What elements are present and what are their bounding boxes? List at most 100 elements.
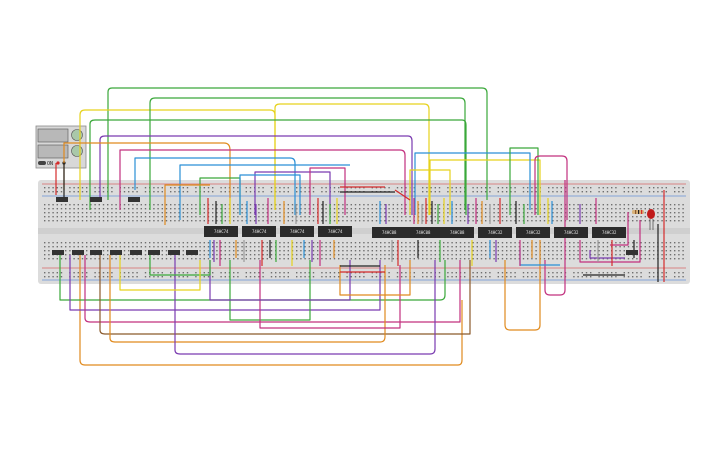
- breadboard-hole[interactable]: [585, 272, 588, 274]
- breadboard-hole[interactable]: [233, 276, 235, 278]
- breadboard-hole[interactable]: [434, 250, 436, 252]
- breadboard-hole[interactable]: [640, 246, 642, 248]
- breadboard-hole[interactable]: [140, 246, 142, 248]
- breadboard-hole[interactable]: [388, 258, 390, 260]
- breadboard-hole[interactable]: [497, 187, 499, 189]
- breadboard-hole[interactable]: [56, 242, 58, 244]
- wire-magenta[interactable]: [119, 149, 406, 215]
- breadboard-hole[interactable]: [333, 212, 336, 214]
- breadboard-hole[interactable]: [287, 250, 289, 252]
- breadboard-hole[interactable]: [308, 191, 310, 193]
- breadboard-hole[interactable]: [434, 212, 436, 214]
- breadboard-hole[interactable]: [392, 216, 394, 218]
- breadboard-hole[interactable]: [426, 191, 428, 193]
- breadboard-hole[interactable]: [514, 276, 516, 278]
- breadboard-hole[interactable]: [598, 216, 600, 218]
- breadboard-hole[interactable]: [245, 276, 247, 278]
- breadboard-hole[interactable]: [447, 246, 449, 248]
- breadboard-hole[interactable]: [426, 220, 428, 222]
- breadboard-hole[interactable]: [245, 191, 247, 193]
- breadboard-hole[interactable]: [594, 242, 596, 244]
- breadboard-hole[interactable]: [375, 276, 378, 278]
- breadboard-hole[interactable]: [552, 258, 554, 260]
- breadboard-hole[interactable]: [636, 220, 638, 222]
- breadboard-hole[interactable]: [98, 204, 100, 206]
- breadboard-hole[interactable]: [195, 212, 197, 214]
- breadboard-hole[interactable]: [98, 242, 100, 244]
- breadboard-hole[interactable]: [531, 272, 533, 274]
- breadboard-hole[interactable]: [430, 272, 432, 274]
- breadboard-hole[interactable]: [459, 191, 462, 193]
- breadboard-hole[interactable]: [405, 191, 407, 193]
- breadboard-hole[interactable]: [262, 246, 264, 248]
- breadboard-hole[interactable]: [401, 258, 403, 260]
- wire-magenta[interactable]: [534, 155, 568, 220]
- breadboard-hole[interactable]: [304, 250, 306, 252]
- breadboard-hole[interactable]: [321, 220, 323, 222]
- breadboard-hole[interactable]: [493, 212, 495, 214]
- breadboard-hole[interactable]: [52, 242, 54, 244]
- breadboard-hole[interactable]: [661, 242, 663, 244]
- chip[interactable]: 74HC08: [372, 227, 406, 238]
- breadboard-hole[interactable]: [661, 272, 663, 274]
- breadboard-hole[interactable]: [128, 220, 130, 222]
- breadboard-hole[interactable]: [220, 258, 222, 260]
- breadboard-hole[interactable]: [102, 204, 105, 206]
- breadboard-hole[interactable]: [170, 204, 172, 206]
- breadboard-hole[interactable]: [233, 258, 235, 260]
- breadboard-hole[interactable]: [195, 208, 197, 210]
- breadboard-hole[interactable]: [476, 246, 478, 248]
- breadboard-hole[interactable]: [632, 246, 634, 248]
- breadboard-hole[interactable]: [535, 220, 537, 222]
- breadboard-hole[interactable]: [632, 204, 634, 206]
- breadboard-hole[interactable]: [459, 254, 462, 256]
- breadboard-hole[interactable]: [535, 272, 537, 274]
- breadboard-hole[interactable]: [191, 246, 193, 248]
- breadboard-hole[interactable]: [409, 258, 411, 260]
- breadboard-hole[interactable]: [128, 272, 130, 274]
- breadboard-hole[interactable]: [157, 242, 159, 244]
- breadboard-hole[interactable]: [606, 216, 609, 218]
- breadboard-hole[interactable]: [186, 187, 189, 189]
- breadboard-hole[interactable]: [674, 258, 676, 260]
- breadboard-hole[interactable]: [136, 242, 138, 244]
- breadboard-hole[interactable]: [434, 187, 436, 189]
- breadboard-hole[interactable]: [678, 246, 680, 248]
- breadboard-hole[interactable]: [585, 216, 588, 218]
- breadboard-hole[interactable]: [560, 246, 562, 248]
- breadboard-hole[interactable]: [585, 191, 588, 193]
- breadboard-hole[interactable]: [522, 242, 525, 244]
- breadboard-hole[interactable]: [401, 276, 403, 278]
- breadboard-hole[interactable]: [590, 250, 592, 252]
- breadboard-hole[interactable]: [321, 250, 323, 252]
- breadboard-hole[interactable]: [497, 276, 499, 278]
- breadboard-hole[interactable]: [48, 272, 50, 274]
- breadboard-hole[interactable]: [115, 246, 117, 248]
- breadboard-hole[interactable]: [363, 272, 365, 274]
- breadboard-hole[interactable]: [354, 258, 357, 260]
- breadboard-hole[interactable]: [665, 220, 667, 222]
- breadboard-hole[interactable]: [409, 216, 411, 218]
- breadboard-hole[interactable]: [279, 272, 281, 274]
- breadboard-hole[interactable]: [644, 242, 646, 244]
- wires[interactable]: [55, 87, 641, 366]
- breadboard-hole[interactable]: [501, 187, 504, 189]
- breadboard-hole[interactable]: [165, 204, 168, 206]
- breadboard-hole[interactable]: [170, 272, 172, 274]
- breadboard-hole[interactable]: [317, 250, 319, 252]
- breadboard-hole[interactable]: [602, 191, 604, 193]
- breadboard-hole[interactable]: [149, 220, 151, 222]
- breadboard-hole[interactable]: [619, 212, 621, 214]
- breadboard-hole[interactable]: [157, 208, 159, 210]
- breadboard-hole[interactable]: [342, 254, 344, 256]
- breadboard-hole[interactable]: [539, 220, 541, 222]
- breadboard-hole[interactable]: [636, 204, 638, 206]
- breadboard-hole[interactable]: [401, 220, 403, 222]
- breadboard-hole[interactable]: [270, 246, 273, 248]
- breadboard-hole[interactable]: [627, 208, 630, 210]
- breadboard-hole[interactable]: [619, 220, 621, 222]
- breadboard-hole[interactable]: [426, 208, 428, 210]
- breadboard-hole[interactable]: [233, 254, 235, 256]
- breadboard-hole[interactable]: [359, 272, 361, 274]
- breadboard-hole[interactable]: [375, 187, 378, 189]
